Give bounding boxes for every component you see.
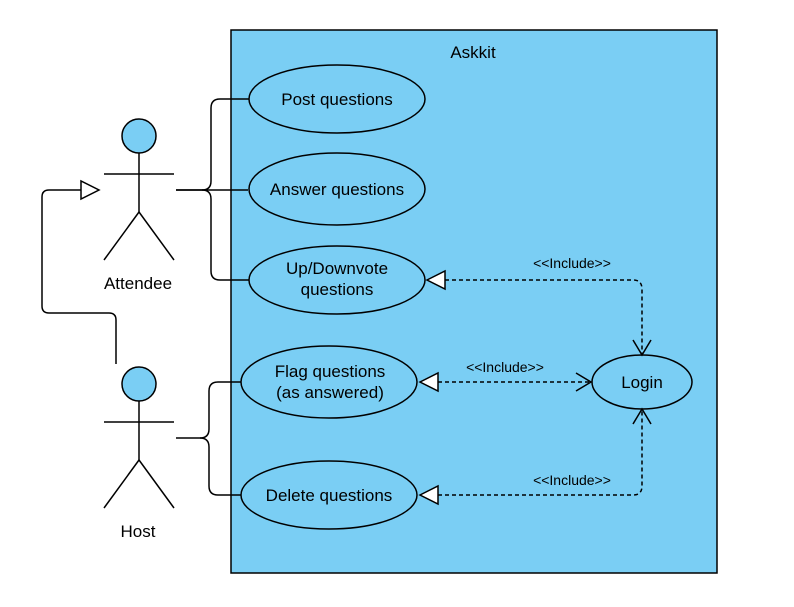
usecase-vote-label-line2: questions xyxy=(301,280,374,299)
generalization-arrowhead xyxy=(80,179,101,201)
actor-attendee xyxy=(103,118,175,261)
usecase-flag-label-line1: Flag questions xyxy=(275,362,386,381)
usecase-updownvote-questions: Up/Downvote questions xyxy=(248,245,426,315)
include-flag-label: <<Include>> xyxy=(466,359,544,375)
host-associations xyxy=(176,381,242,496)
usecase-answer-questions: Answer questions xyxy=(248,152,426,226)
actor-attendee-label: Attendee xyxy=(104,274,172,293)
actor-host xyxy=(103,366,175,509)
include-vote-label: <<Include>> xyxy=(533,255,611,271)
usecase-login-label: Login xyxy=(621,373,663,392)
usecase-delete-label: Delete questions xyxy=(266,486,393,505)
usecase-delete-questions: Delete questions xyxy=(240,460,418,530)
usecase-flag-questions: Flag questions (as answered) xyxy=(240,345,418,419)
usecase-login: Login xyxy=(591,354,693,410)
usecase-vote-label-line1: Up/Downvote xyxy=(286,259,388,278)
actor-attendee-head xyxy=(121,118,157,154)
include-flag-login xyxy=(418,371,593,393)
include-delete-label: <<Include>> xyxy=(533,472,611,488)
usecase-post-label: Post questions xyxy=(281,90,393,109)
usecase-answer-label: Answer questions xyxy=(270,180,404,199)
include-vote-login xyxy=(425,269,652,357)
actor-host-head xyxy=(121,366,157,402)
attendee-associations xyxy=(176,98,249,281)
usecase-post-questions: Post questions xyxy=(248,64,426,134)
include-delete-login xyxy=(418,407,652,506)
system-title: Askkit xyxy=(450,43,496,62)
generalization-line xyxy=(41,189,117,364)
usecase-flag-label-line2: (as answered) xyxy=(276,383,384,402)
actor-host-label: Host xyxy=(121,522,156,541)
